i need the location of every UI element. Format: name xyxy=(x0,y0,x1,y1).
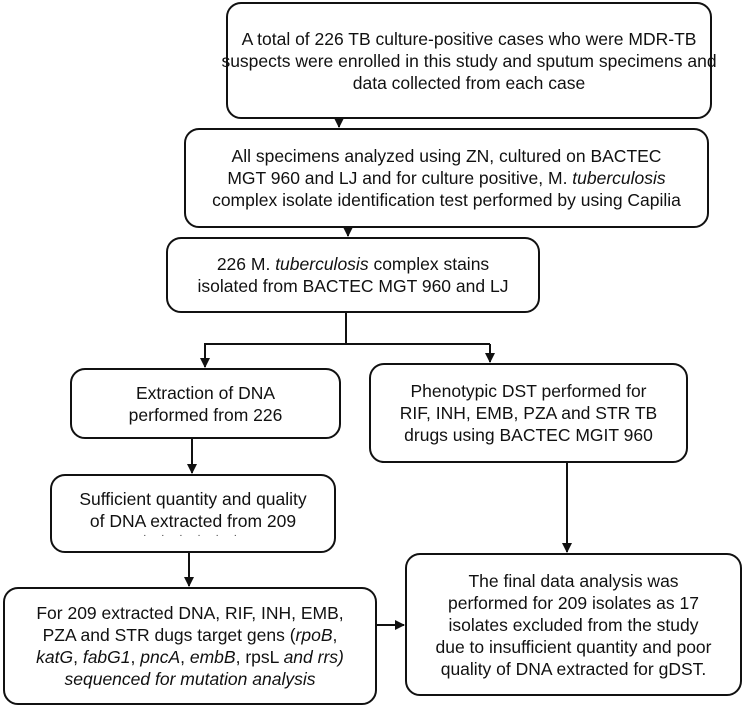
italic-text: and rrs) xyxy=(283,647,344,667)
text: , xyxy=(130,647,141,667)
italic-text: embB xyxy=(189,647,236,667)
text: A total of 226 TB culture-positive cases… xyxy=(241,28,697,49)
box-text-line: All specimens analyzed using ZN, culture… xyxy=(232,145,662,167)
text: due to insufficient quantity and poor xyxy=(435,636,712,657)
text: , xyxy=(180,647,190,667)
text: isolated from BACTEC MGT 960 and LJ xyxy=(197,276,509,296)
text: Sufficient quantity and quality xyxy=(79,488,307,509)
text: Phenotypic DST performed for xyxy=(410,381,647,401)
italic-text: tuberculosis xyxy=(275,254,369,274)
text: performed for 209 isolates as 17 xyxy=(448,592,699,613)
text: performed from 226 xyxy=(128,404,283,425)
box-text-line: The final data analysis was xyxy=(468,570,678,592)
box-text-line: A total of 226 TB culture-positive cases… xyxy=(242,28,697,50)
text: complex isolate identification test perf… xyxy=(212,190,681,210)
box-text-line: suspects were enrolled in this study and… xyxy=(221,50,716,72)
box-text-line: complex isolate identification test perf… xyxy=(212,189,681,211)
box-text-line: RIF, INH, EMB, PZA and STR TB xyxy=(400,402,657,424)
box-text-line: Phenotypic DST performed for xyxy=(410,380,646,402)
box-text-line: katG, fabG1, pncA, embB, rpsL and rrs) xyxy=(36,646,344,668)
text: Extraction of DNA xyxy=(135,382,276,403)
enrollment-box: A total of 226 TB culture-positive cases… xyxy=(221,2,717,119)
text: drugs using BACTEC MGIT 960 xyxy=(404,425,653,445)
italic-text: tuberculosis xyxy=(572,168,666,188)
box-text-line: PZA and STR dugs target gens (rpoB, xyxy=(43,624,338,646)
text: PZA and STR dugs target gens ( xyxy=(42,625,296,645)
text: The final data analysis was xyxy=(468,570,679,591)
box-text-line: Sufficient quantity and quality xyxy=(79,488,306,510)
italic-text: fabG1 xyxy=(82,647,131,667)
text: RIF, INH, EMB, PZA and STR TB xyxy=(399,403,658,423)
text: MGT 960 and LJ and for culture positive,… xyxy=(227,168,573,188)
text: suspects were enrolled in this study and… xyxy=(221,50,717,71)
text: , rpsL xyxy=(235,647,284,667)
text: isolates excluded from the study xyxy=(448,614,699,635)
sequencing-box: For 209 extracted DNA, RIF, INH, EMB,PZA… xyxy=(3,587,377,705)
text: , xyxy=(73,647,83,667)
text: , xyxy=(332,625,338,645)
box-text-line: of DNA extracted from 209 xyxy=(90,510,296,532)
box-text-line: isolates excluded from the study xyxy=(449,614,699,636)
text: All specimens analyzed using ZN, culture… xyxy=(231,146,662,166)
box-text-line: For 209 extracted DNA, RIF, INH, EMB, xyxy=(36,602,343,624)
box-text-line: MGT 960 and LJ and for culture positive,… xyxy=(227,167,665,189)
faint-cut-text: · · · · · · xyxy=(143,529,243,541)
box-text-line: performed for 209 isolates as 17 xyxy=(448,592,699,614)
specimen-analysis-box: All specimens analyzed using ZN, culture… xyxy=(184,128,709,228)
text: quality of DNA extracted for gDST. xyxy=(440,658,707,679)
box-text-line: Extraction of DNA xyxy=(136,382,275,404)
box-text-line: performed from 226 xyxy=(129,404,283,426)
box-text-line: 226 M. tuberculosis complex stains xyxy=(217,253,489,275)
italic-text: rpoB xyxy=(295,625,333,645)
box-text-line: isolated from BACTEC MGT 960 and LJ xyxy=(198,275,509,297)
italic-text: katG xyxy=(36,647,74,667)
text: complex stains xyxy=(368,254,490,274)
box-text-line: drugs using BACTEC MGIT 960 xyxy=(404,424,653,446)
italic-text: sequenced for mutation analysis xyxy=(64,669,316,689)
text: 226 M. xyxy=(216,254,276,274)
italic-text: pncA xyxy=(140,647,181,667)
text: of DNA extracted from 209 xyxy=(89,510,297,531)
box-text-line: sequenced for mutation analysis xyxy=(65,668,316,690)
box-text-line: quality of DNA extracted for gDST. xyxy=(441,658,707,680)
text: data collected from each case xyxy=(352,72,586,93)
text: For 209 extracted DNA, RIF, INH, EMB, xyxy=(36,603,344,623)
box-text-line: due to insufficient quantity and poor xyxy=(436,636,712,658)
box-text-line: data collected from each case xyxy=(353,72,586,94)
